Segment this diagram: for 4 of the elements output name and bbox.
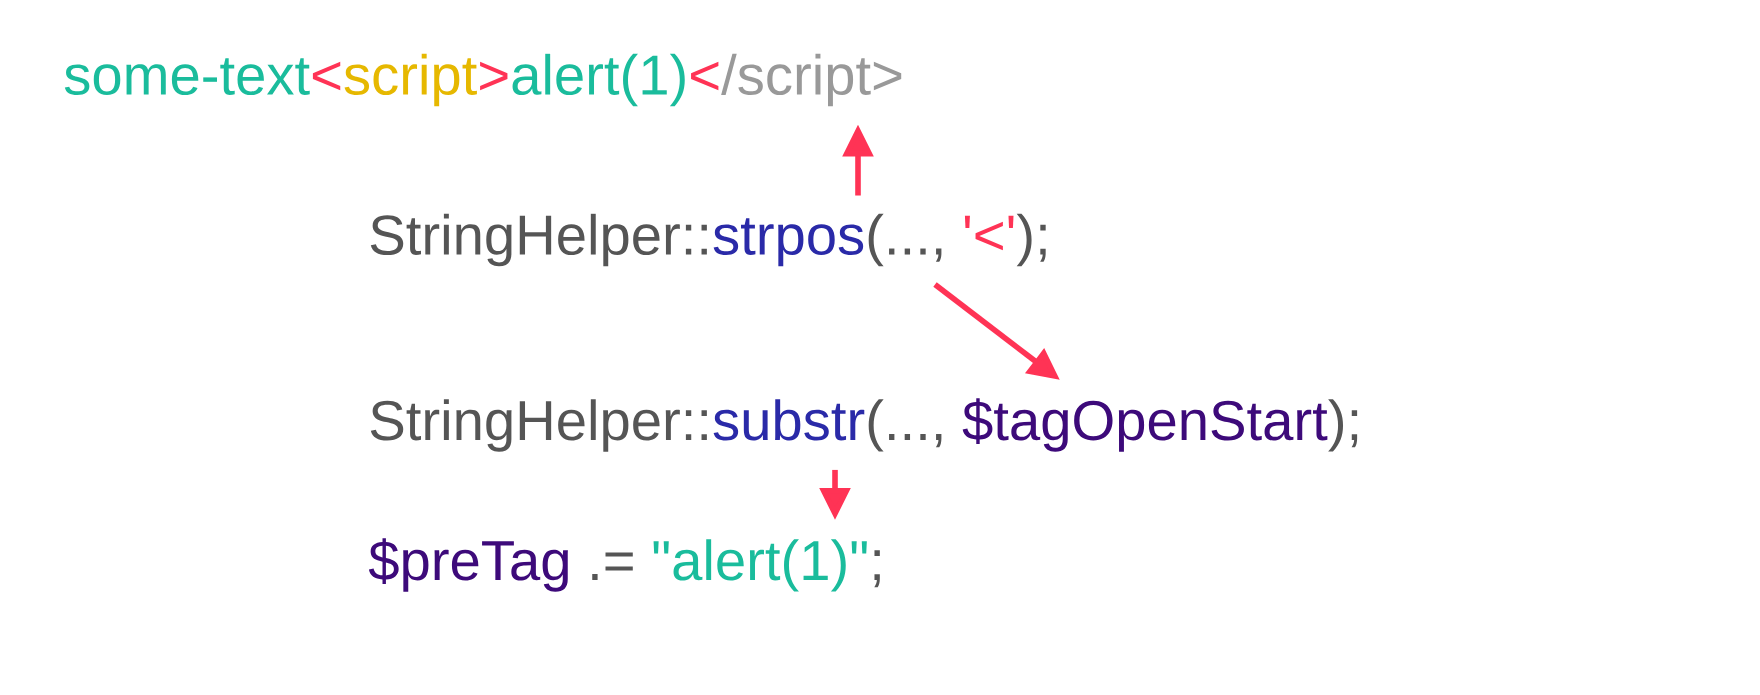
code-line: some-text<script>alert(1)</script> xyxy=(64,53,902,107)
code-line: StringHelper::strpos(..., '<'); xyxy=(370,213,1046,267)
code-line: $preTag .= "alert(1)"; xyxy=(368,538,880,592)
code-line: StringHelper::substr(..., $tagOpenStart); xyxy=(370,398,1358,452)
